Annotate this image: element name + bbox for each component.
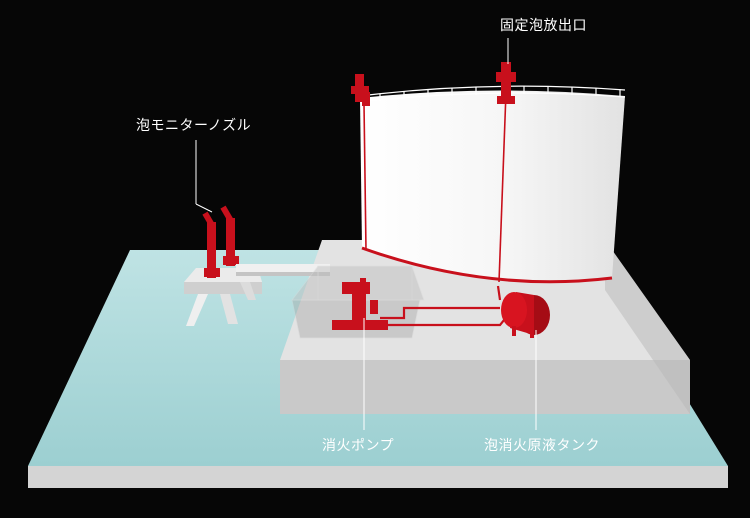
fire-pump [332, 278, 388, 330]
fire-pump-label: 消火ポンプ [322, 438, 395, 454]
foam-monitor-nozzle-label: 泡モニターノズル [136, 118, 252, 134]
foam-outlet-left [351, 74, 370, 106]
storage-tank [359, 85, 626, 284]
foam-concentrate-tank-label: 泡消火原液タンク [484, 438, 600, 454]
fixed-foam-outlet-label: 固定泡放出口 [500, 18, 587, 34]
foam-outlet-right [496, 62, 516, 104]
foam-concentrate-tank [501, 292, 550, 338]
tank-handrail [359, 85, 626, 103]
supply-pipe [236, 264, 330, 276]
leader-lines [195, 38, 537, 430]
foam-monitor-nozzles [202, 205, 239, 278]
